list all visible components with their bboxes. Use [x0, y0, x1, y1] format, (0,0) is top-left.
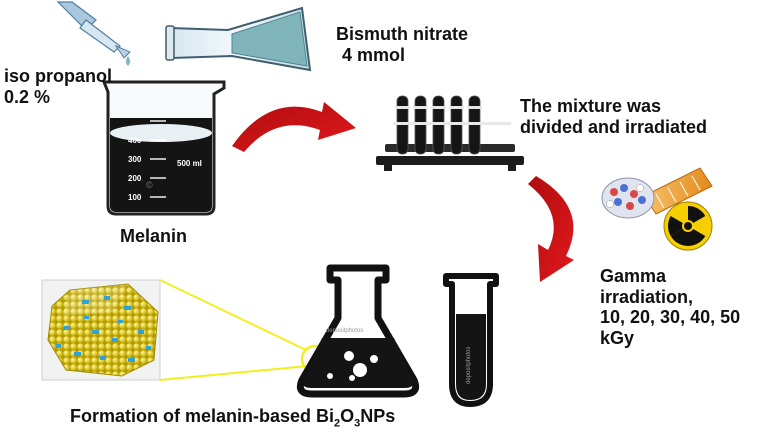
gamma-irradiation-label: Gamma irradiation, 10, 20, 30, 40, 50 kG… [600, 266, 740, 349]
formation-oxygen: O [340, 406, 355, 426]
graduation-label: 400 [128, 136, 142, 145]
watermark-text: depositphotos [326, 328, 363, 334]
beaker-graduations: 500 400 300 200 100 500 ml [128, 117, 202, 202]
curved-arrow-icon [232, 102, 356, 152]
gamma-line2: irradiation, [600, 286, 694, 307]
radiation-icon [663, 201, 713, 251]
nanoparticle-icon [41, 279, 161, 381]
svg-text:©: © [146, 180, 153, 190]
beaker-volume-label: 500 ml [177, 159, 202, 168]
formation-subscript-3: 3 [354, 417, 361, 430]
test-tube-rack-icon [376, 95, 524, 171]
flask-icon [165, 6, 312, 72]
zoom-connector [159, 279, 330, 381]
formation-prefix: Formation of melanin-based Bi [70, 406, 335, 426]
erlenmeyer-flask-icon: depositphotos [296, 264, 420, 398]
melanin-label: Melanin [120, 226, 188, 246]
formation-suffix: NPs [360, 406, 396, 426]
formation-subscript-2: 2 [334, 417, 341, 430]
curved-arrow-icon [528, 176, 574, 282]
graduation-label: 200 [128, 174, 142, 183]
mixture-line1: The mixture was [520, 96, 662, 116]
pipette-icon [56, 1, 131, 66]
watermark-text: depositphotos [466, 347, 472, 384]
bismuth-nitrate-label: Bismuth nitrate 4 mmol [336, 24, 468, 65]
beaker-icon: © [101, 80, 226, 216]
gamma-line3: 10, 20, 30, 40, 50 [600, 307, 741, 328]
formation-label: Formation of melanin-based Bi2O3NPs [70, 406, 395, 430]
mixture-label: The mixture was divided and irradiated [520, 96, 707, 137]
dna-icon [601, 167, 713, 219]
gamma-line4: kGy [600, 328, 635, 349]
mixture-line2: divided and irradiated [520, 116, 708, 137]
graduation-label: 500 [128, 117, 142, 126]
gamma-line1: Gamma [600, 266, 667, 286]
graduation-label: 300 [128, 155, 142, 164]
bismuth-nitrate-amount: 4 mmol [342, 44, 406, 65]
iso-propanol-name: iso propanol [4, 66, 112, 86]
iso-propanol-concentration: 0.2 % [4, 86, 51, 107]
graduation-label: 100 [128, 193, 142, 202]
test-tube-icon: depositphotos [443, 273, 499, 407]
iso-propanol-label: iso propanol 0.2 % [4, 66, 112, 107]
bismuth-nitrate-name: Bismuth nitrate [336, 24, 469, 44]
